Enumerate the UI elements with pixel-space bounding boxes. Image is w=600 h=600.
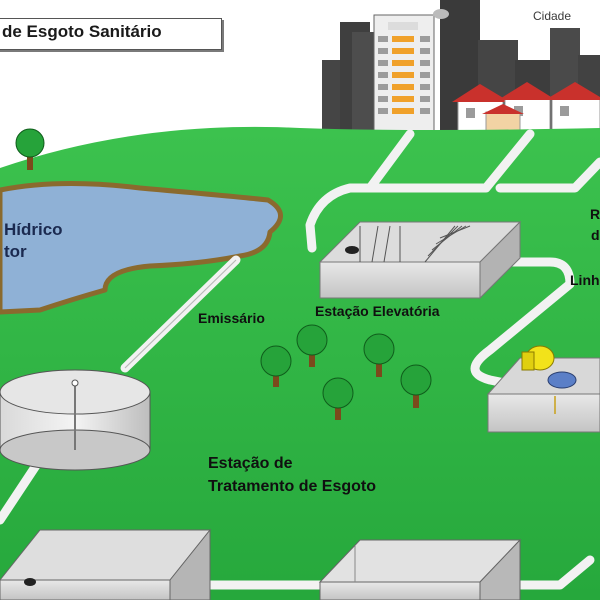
treatment-plant-label-line1: Estação de bbox=[208, 455, 293, 472]
lift-station bbox=[318, 220, 522, 300]
line-label-partial: Linh bbox=[570, 272, 600, 288]
bottom-right-tank bbox=[318, 538, 522, 600]
title-banner bbox=[0, 18, 222, 50]
city-label: Cidade bbox=[533, 9, 572, 23]
treatment-plant-label-line2: Tratamento de Esgoto bbox=[208, 478, 377, 495]
right-label-partial-1: R bbox=[590, 206, 600, 222]
water-body-label-line2: tor bbox=[4, 242, 27, 261]
right-label-partial-2: d bbox=[591, 227, 600, 243]
trees bbox=[15, 128, 432, 420]
outfall-label: Emissário bbox=[198, 310, 265, 326]
page-title: de Esgoto Sanitário bbox=[2, 22, 162, 41]
lift-station-label: Estação Elevatória bbox=[315, 303, 440, 319]
bottom-left-tank bbox=[0, 528, 212, 600]
pump-station bbox=[486, 345, 600, 433]
water-body-label-line1: Hídrico bbox=[4, 220, 63, 239]
round-settling-tank bbox=[0, 369, 151, 471]
water-body bbox=[0, 180, 283, 315]
houses bbox=[452, 82, 600, 135]
